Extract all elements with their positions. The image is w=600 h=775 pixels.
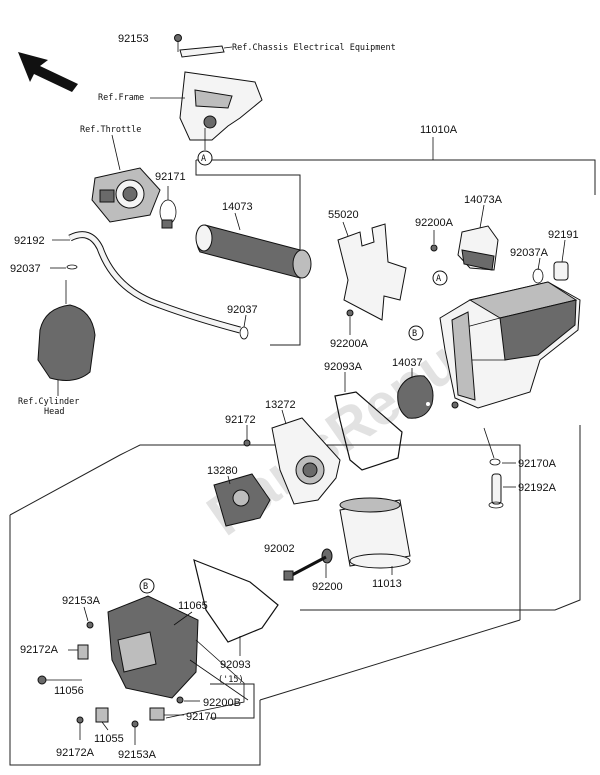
intake-duct-14073 [195,212,312,279]
label-92200b: 92200B [203,697,241,709]
label-92037-left: 92037 [10,263,41,275]
callout-a-box: A [432,270,448,286]
label-92200a-top: 92200A [415,217,454,229]
bolt-92200a-top [430,230,438,252]
label-92191: 92191 [548,229,579,241]
label-14073a: 14073A [464,194,503,206]
callout-b-box: B [408,325,424,341]
ref-chassis-label: Ref.Chassis Electrical Equipment [232,43,396,53]
label-92037a: 92037A [510,247,549,259]
callout-a-top: A [197,150,213,166]
front-arrow-icon [18,52,78,92]
filter-11013 [339,497,411,575]
label-92170a: 92170A [518,458,557,470]
screw-92153a-bottom [131,720,139,745]
label-55020: 55020 [328,209,359,221]
label-92200a-mid: 92200A [330,338,369,350]
label-13272: 13272 [265,399,296,411]
cover-11065 [107,595,249,719]
svg-text:A: A [436,274,441,284]
bolt-92200b [176,696,200,704]
label-92200: 92200 [312,581,343,593]
label-92153: 92153 [118,33,149,45]
label-92172a-left: 92172A [20,644,59,656]
clamp-92037-mid [239,314,249,340]
label-92093: 92093 [220,659,251,671]
label-92093a: 92093A [324,361,363,373]
year-note: ('15) [218,675,244,685]
bolt-11056 [37,675,82,685]
damper-92170 [149,707,184,721]
label-11056: 11056 [54,685,84,697]
label-92192: 92192 [14,235,45,247]
clamp-92037a [532,257,544,284]
label-92172: 92172 [225,414,256,426]
svg-text:A: A [201,154,206,164]
label-92170: 92170 [186,711,217,723]
washer-92200 [321,548,333,578]
label-92172a-bottom: 92172A [56,747,95,759]
label-92037-mid: 92037 [227,304,258,316]
callout-b-cover: B [139,578,155,594]
svg-text:B: B [412,329,417,339]
screw-92153a-top [83,606,94,629]
year-bracket [210,683,255,719]
ref-throttle-label: Ref.Throttle [80,125,141,135]
label-11010a: 11010A [420,124,458,136]
label-11055: 11055 [94,733,124,745]
svg-text:B: B [143,582,148,592]
throttle-body [91,134,161,223]
bolt-92153 [174,34,233,58]
breather-hose-92192 [52,231,241,334]
label-92192a: 92192A [518,482,557,494]
label-14073: 14073 [222,201,253,213]
ref-cylinder-label-2: Head [44,407,64,417]
element-14037 [397,368,434,419]
cylinder-head-cover [37,280,96,396]
assembly-outline [9,137,596,766]
ref-cylinder-label-1: Ref.Cylinder [18,397,79,407]
clip-11055 [95,707,109,731]
label-92002: 92002 [264,543,295,555]
duct-14073a [457,204,499,271]
clip-92172a-bottom [76,716,84,740]
label-11065: 11065 [178,600,208,612]
label-92153a-bottom: 92153A [118,749,157,761]
label-13280: 13280 [207,465,238,477]
holder-13272 [271,409,341,505]
cap-92191 [553,239,569,281]
drain-92192a [488,473,516,509]
clamp-92037-left [50,264,78,270]
clip-92172a-left [68,644,89,660]
clamp-92171 [159,186,177,229]
bolt-92002 [283,555,327,581]
gasket-92093a [334,372,403,471]
air-cleaner-box [439,281,581,409]
plate-13280 [213,473,271,527]
frame-part [150,71,263,150]
label-92171: 92171 [155,171,186,183]
label-92153a-top: 92153A [62,595,101,607]
bolt-92200a-mid [346,309,354,335]
screw-92172 [243,425,251,447]
label-11013: 11013 [372,578,402,590]
sheet-55020 [337,221,407,321]
label-14037: 14037 [392,357,423,369]
ref-frame-label: Ref.Frame [98,93,144,103]
gasket-92093 [193,559,279,656]
fastener-92170a [483,427,516,466]
